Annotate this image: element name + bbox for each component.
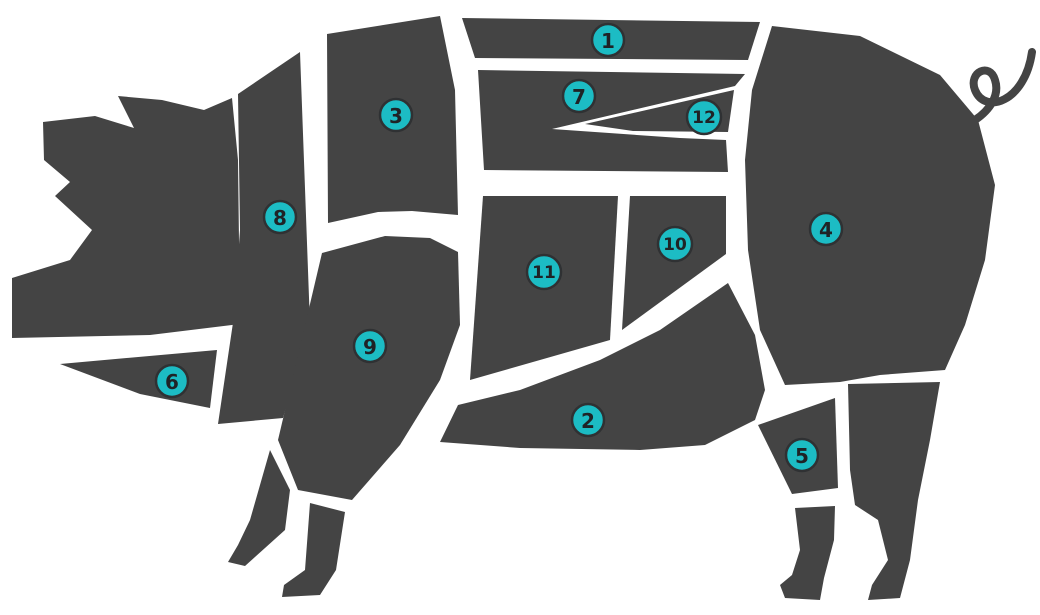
cut-10 xyxy=(622,196,726,330)
rear-leg-right xyxy=(848,382,940,600)
pig-head xyxy=(12,96,240,338)
cut-4 xyxy=(745,26,995,385)
cut-2 xyxy=(440,283,765,450)
cut-6 xyxy=(60,350,217,408)
badge-7-label: 7 xyxy=(572,85,586,109)
badge-9: 9 xyxy=(352,328,388,364)
badge-11: 11 xyxy=(525,253,563,291)
badge-8-label: 8 xyxy=(273,206,287,230)
badge-9-label: 9 xyxy=(363,335,377,359)
cut-8 xyxy=(218,52,310,424)
cut-9 xyxy=(278,236,460,500)
front-leg-right xyxy=(282,503,345,597)
badge-7: 7 xyxy=(561,78,597,114)
badge-4: 4 xyxy=(808,211,844,247)
badge-6-label: 6 xyxy=(165,370,179,394)
badge-5-label: 5 xyxy=(795,444,809,468)
cut-7 xyxy=(478,70,745,172)
badge-12-label: 12 xyxy=(692,108,716,128)
badge-12: 12 xyxy=(685,98,723,136)
badge-2: 2 xyxy=(570,402,606,438)
badge-3: 3 xyxy=(378,97,414,133)
badge-1: 1 xyxy=(590,22,626,58)
badge-4-label: 4 xyxy=(819,218,833,242)
badge-6: 6 xyxy=(154,363,190,399)
badge-3-label: 3 xyxy=(389,104,403,128)
front-leg-left xyxy=(228,450,290,566)
badge-8: 8 xyxy=(262,199,298,235)
badge-5: 5 xyxy=(784,437,820,473)
pig-tail xyxy=(969,48,1036,124)
rear-leg-left xyxy=(780,506,835,600)
badge-2-label: 2 xyxy=(581,409,595,433)
badge-10-label: 10 xyxy=(663,235,687,255)
badge-10: 10 xyxy=(656,225,694,263)
badge-1-label: 1 xyxy=(601,29,615,53)
badge-11-label: 11 xyxy=(532,263,556,283)
